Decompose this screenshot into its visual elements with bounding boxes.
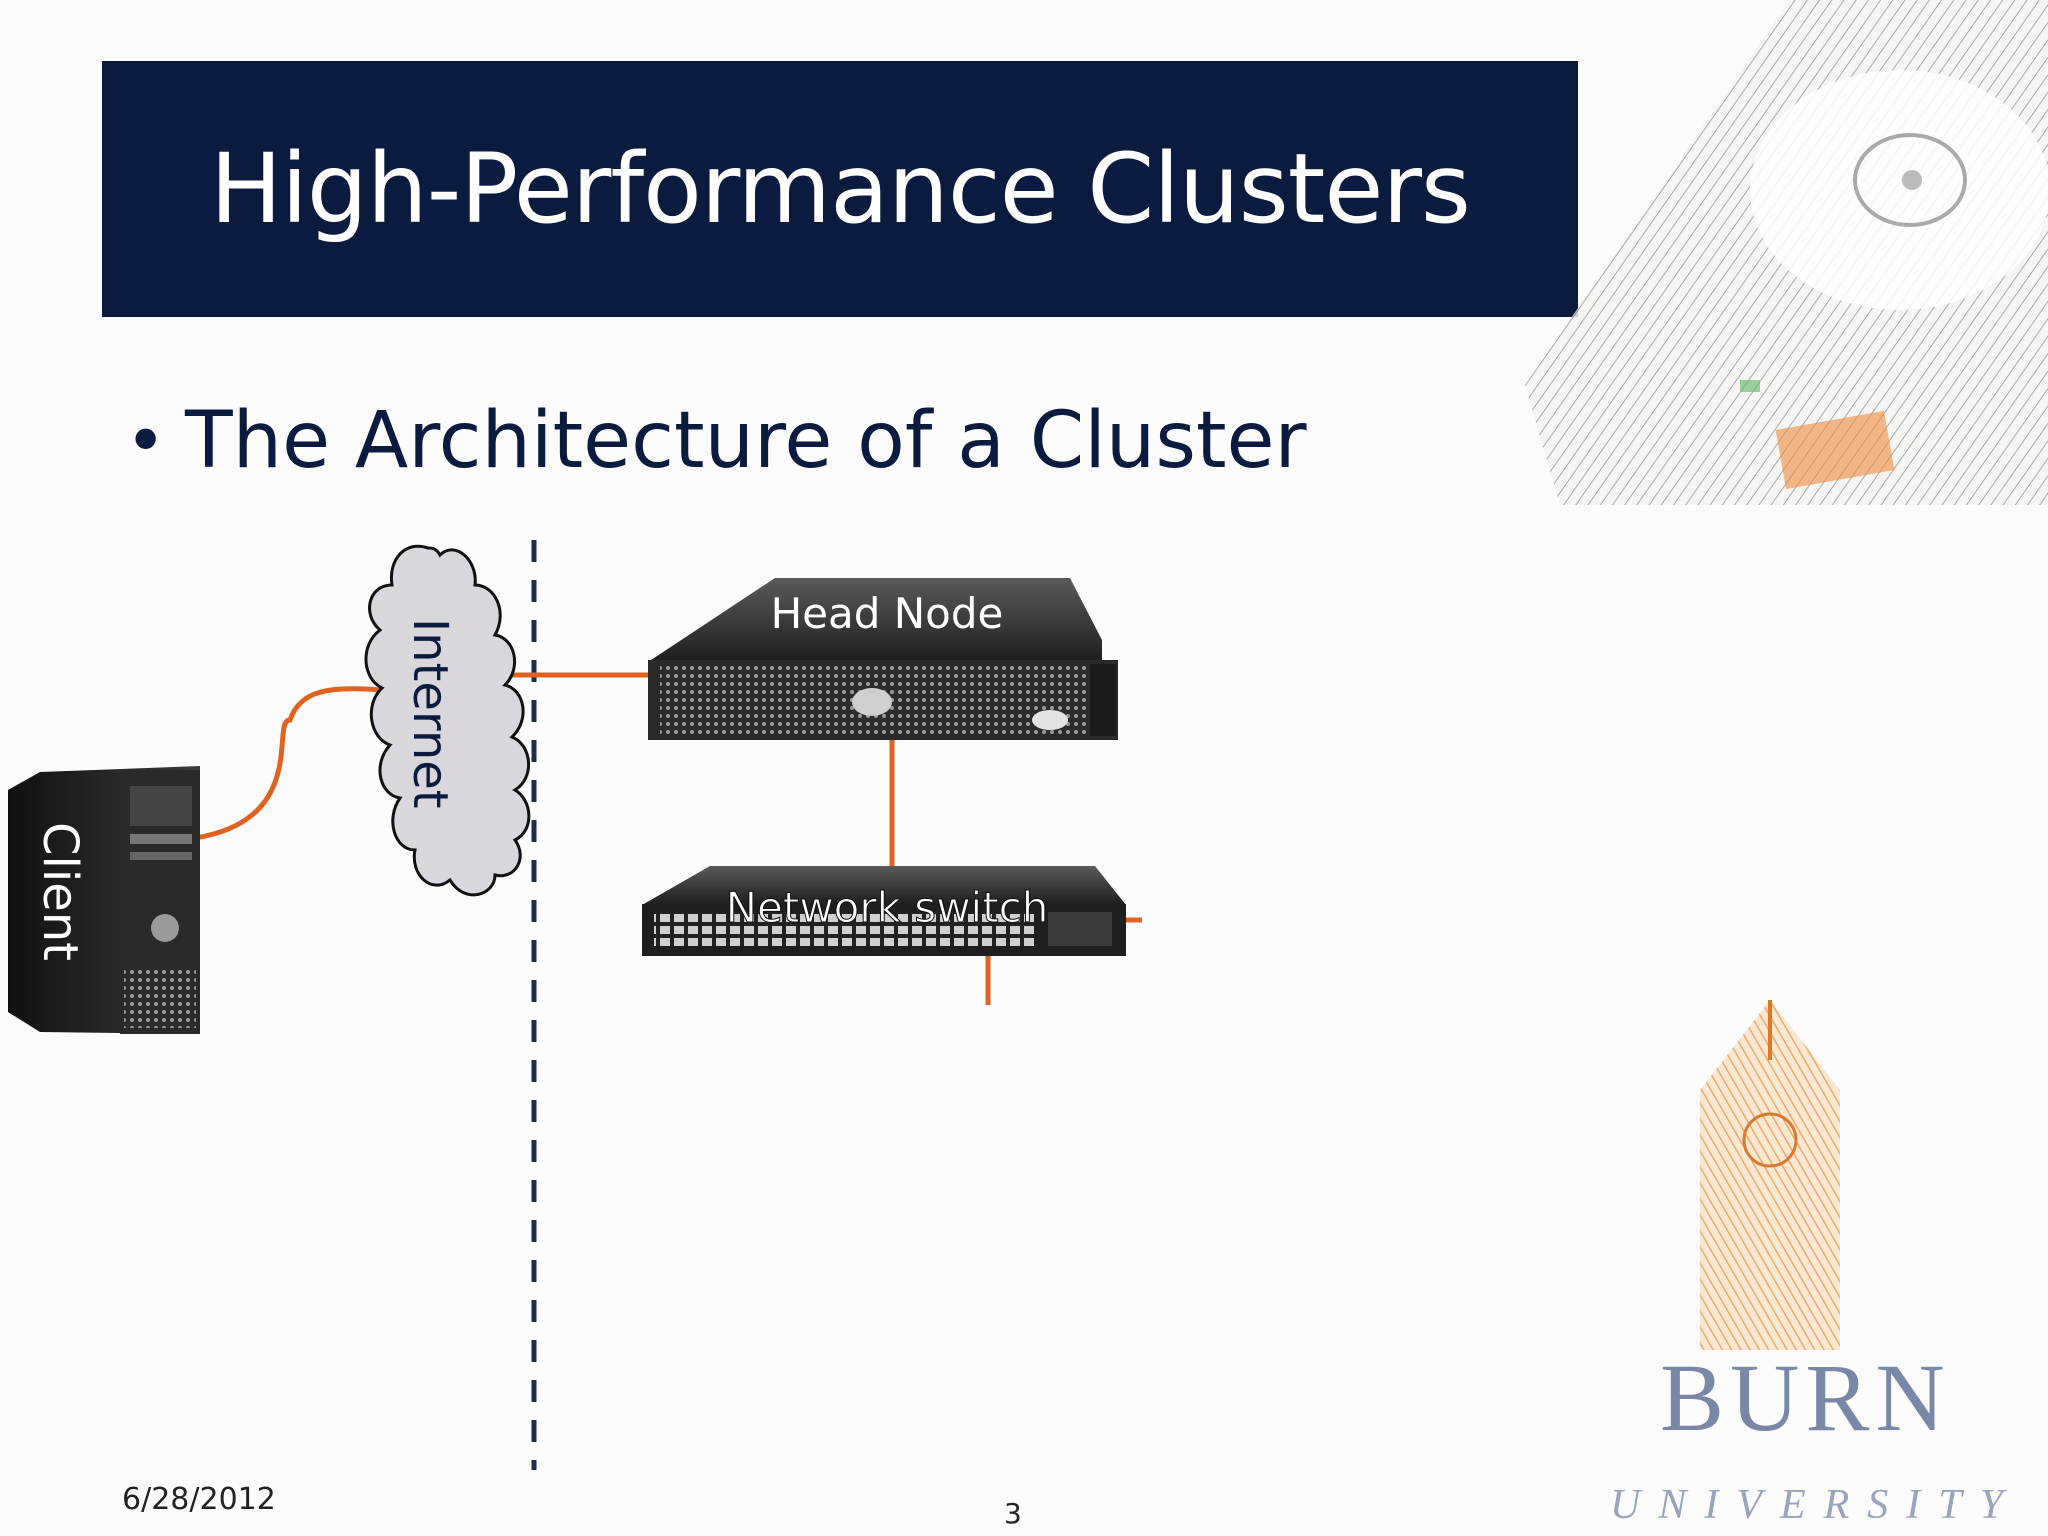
title-band: High-Performance Clusters [102, 61, 1578, 317]
university-logo-image: BURN UNIVERSITY [1610, 1000, 2021, 1528]
page-number: 3 [1004, 1497, 1022, 1530]
client-internet-link [194, 686, 381, 841]
hard-drive-sketch-image [1525, 0, 2048, 505]
logo-word-1: BURN [1660, 1344, 1951, 1451]
bullet-item: • The Architecture of a Cluster [125, 396, 1307, 486]
network-switch-icon: Network switch [642, 866, 1126, 956]
internet-label: Internet [402, 618, 458, 809]
logo-word-2: UNIVERSITY [1610, 1482, 2021, 1528]
client-label: Client [32, 822, 88, 961]
footer-date: 6/28/2012 [122, 1482, 276, 1517]
client-computer-icon: Client [8, 766, 200, 1034]
switch-label: Network switch [726, 883, 1049, 932]
bullet-text: The Architecture of a Cluster [185, 396, 1307, 486]
bullet-dot-icon: • [125, 400, 167, 482]
internet-cloud-icon: Internet [364, 544, 531, 897]
head-node-label: Head Node [771, 589, 1004, 638]
slide-title: High-Performance Clusters [210, 133, 1471, 245]
head-node-server-icon: Head Node [648, 578, 1118, 740]
